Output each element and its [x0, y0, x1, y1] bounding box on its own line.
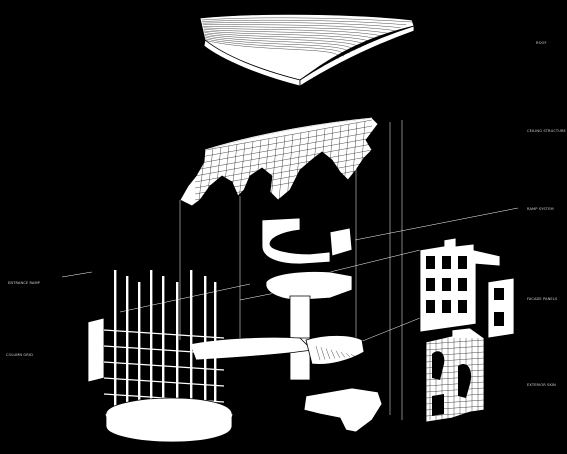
ceiling-grid-line [350, 122, 358, 201]
label-facade-panels: FACADE PANELS [527, 297, 558, 301]
ceiling-grid-line [318, 128, 326, 201]
facade-window [442, 300, 451, 313]
ceiling-grid-line [194, 149, 373, 183]
skin-opening [458, 364, 472, 398]
ceiling-structure-component [179, 117, 379, 207]
ceiling-grid-line [278, 135, 286, 201]
projection-lines [179, 120, 403, 420]
roof-hatch-line [202, 22, 401, 28]
ceiling-grid-line [302, 131, 310, 201]
skin-grid-line [425, 375, 485, 381]
roof-hatch-line [203, 29, 378, 40]
column-beam [103, 345, 225, 355]
ceiling-grid-line [342, 124, 350, 201]
column-bar [190, 270, 193, 418]
component-labels: ROOF CEILING STRUCTURE RAMP SYSTEM ENTRA… [6, 41, 567, 387]
roof-hatch-line [202, 19, 407, 26]
label-ceiling-structure: CEILING STRUCTURE [527, 129, 567, 133]
column-bar [162, 276, 165, 418]
roof-hatch-line [205, 37, 350, 54]
ceiling-grid-line [294, 132, 302, 201]
ceiling-grid-line [310, 129, 318, 201]
column-beam [103, 361, 225, 371]
roof-hatch-line [204, 35, 356, 51]
ceiling-grid-line [230, 144, 238, 201]
skin-grid-line [425, 339, 485, 345]
stair-tread [345, 353, 351, 358]
skin-grid-line [425, 345, 485, 351]
roof-hatch-line [203, 26, 390, 34]
lower-ramp-component [303, 387, 383, 433]
ceiling-grid-line [254, 139, 262, 201]
ceiling-grid-line [286, 134, 294, 201]
ceiling-grid-line [206, 148, 214, 201]
roof-hatch-line [201, 17, 413, 23]
skin-opening [432, 394, 444, 416]
column-bar [114, 270, 117, 418]
skin-opening [432, 351, 445, 380]
facade-window [426, 256, 435, 269]
ceiling-grid-line [194, 125, 373, 159]
skin-grid-line [425, 381, 485, 387]
column-beam [103, 329, 225, 339]
column-bar [150, 270, 153, 418]
ceiling-grid-line [358, 121, 366, 201]
ceiling-grid-line [194, 161, 373, 195]
facade-window [458, 278, 467, 291]
label-ramp-system: RAMP SYSTEM [527, 207, 554, 211]
roof-hatch-line [204, 33, 361, 48]
stair-tread [340, 351, 346, 358]
ceiling-grid-line [238, 142, 246, 201]
label-roof: ROOF [536, 41, 547, 45]
stair-tread [325, 348, 331, 360]
facade-window [494, 288, 504, 300]
ceiling-grid-line [194, 155, 373, 189]
roof-hatch-line [204, 32, 367, 46]
stair-tread [330, 349, 336, 359]
ceiling-grid-line [270, 137, 278, 201]
ceiling-grid-line [246, 141, 254, 201]
ceiling-grid-line [194, 131, 373, 165]
skin-grid-line [425, 387, 485, 393]
ceiling-grid-line [194, 137, 373, 171]
column-bar [204, 276, 207, 418]
facade-window [442, 256, 451, 269]
stair-tread [315, 345, 321, 361]
column-beam [103, 377, 225, 387]
facade-window [426, 278, 435, 291]
facade-window [458, 300, 467, 313]
roof-component [199, 13, 415, 87]
facade-window [494, 312, 504, 326]
ceiling-grid-line [194, 119, 373, 153]
roof-hatch-line [203, 30, 373, 43]
ceiling-grid-line [222, 145, 230, 201]
exterior-skin-component [425, 327, 485, 423]
column-bar [176, 282, 179, 418]
ceiling-grid-line [198, 149, 206, 201]
facade-panels-component [419, 237, 515, 339]
facade-window [426, 300, 435, 313]
roof-hatch-line [203, 27, 384, 37]
column-grid-component [87, 270, 233, 443]
stair-tread [320, 347, 326, 360]
label-column-grid: COLUMN GRID [6, 353, 33, 357]
facade-window [458, 256, 467, 269]
label-exterior-skin: EXTERIOR SKIN [527, 383, 556, 387]
column-bar [214, 282, 217, 418]
stair-tread [335, 350, 341, 359]
ceiling-grid-line [194, 143, 373, 177]
facade-window [442, 278, 451, 291]
ceiling-grid-line [194, 167, 373, 201]
stair-tread [350, 354, 356, 357]
ceiling-grid-line [214, 147, 222, 201]
column-bar [138, 282, 141, 418]
label-entrance-ramp: ENTRANCE RAMP [8, 281, 41, 285]
